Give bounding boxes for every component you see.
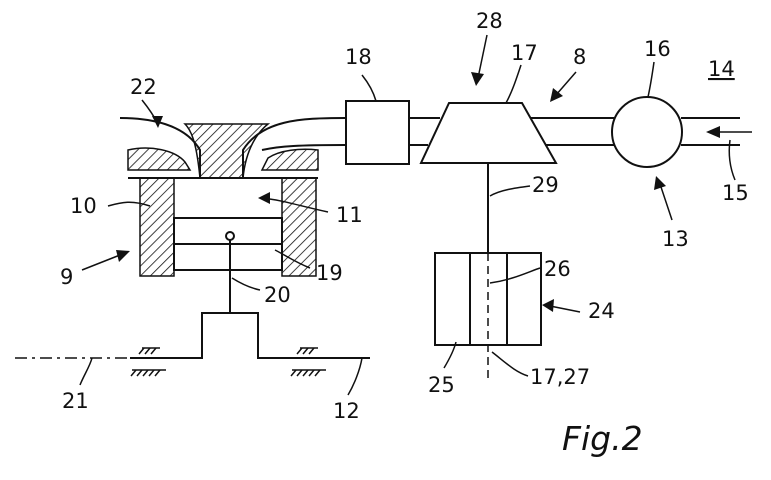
label-12: 12: [333, 399, 360, 423]
label-8: 8: [573, 45, 586, 69]
throttle-box: [345, 100, 410, 165]
figure-caption: Fig.2: [562, 419, 643, 458]
label-11: 11: [336, 203, 363, 227]
cylinder-wall-left: [139, 177, 175, 277]
label-15: 15: [722, 181, 749, 205]
arrow-heads: [116, 72, 666, 312]
leader-lines: [79, 34, 736, 396]
cylinder-head: [183, 123, 271, 179]
air-filter: [611, 96, 683, 168]
label-22: 22: [130, 75, 157, 99]
label-26: 26: [544, 257, 571, 281]
part-labels: 22 10 11 9 19 20 21 12 18 28 17 8 16 14 …: [60, 9, 749, 423]
engine-cylinder: [15, 117, 370, 377]
label-13: 13: [662, 227, 689, 251]
label-28: 28: [476, 9, 503, 33]
label-14: 14: [708, 57, 735, 81]
valve-left: [127, 147, 192, 171]
crankshaft: [130, 312, 370, 359]
valve-right: [260, 148, 319, 171]
label-10: 10: [70, 194, 97, 218]
label-19: 19: [316, 261, 343, 285]
intake-port: [119, 117, 201, 178]
bearing-marks: [130, 347, 326, 377]
label-9: 9: [60, 265, 73, 289]
cylinder-wall-right: [281, 177, 317, 277]
label-24: 24: [588, 299, 615, 323]
label-29: 29: [532, 173, 559, 197]
compressor: [419, 102, 558, 164]
electric-machine: [434, 163, 542, 382]
intake-duct: [345, 96, 752, 168]
label-20: 20: [264, 283, 291, 307]
label-21: 21: [62, 389, 89, 413]
label-25: 25: [428, 373, 455, 397]
label-17-27: 17,27: [530, 365, 590, 389]
label-16: 16: [644, 37, 671, 61]
label-17: 17: [511, 41, 538, 65]
label-18: 18: [345, 45, 372, 69]
